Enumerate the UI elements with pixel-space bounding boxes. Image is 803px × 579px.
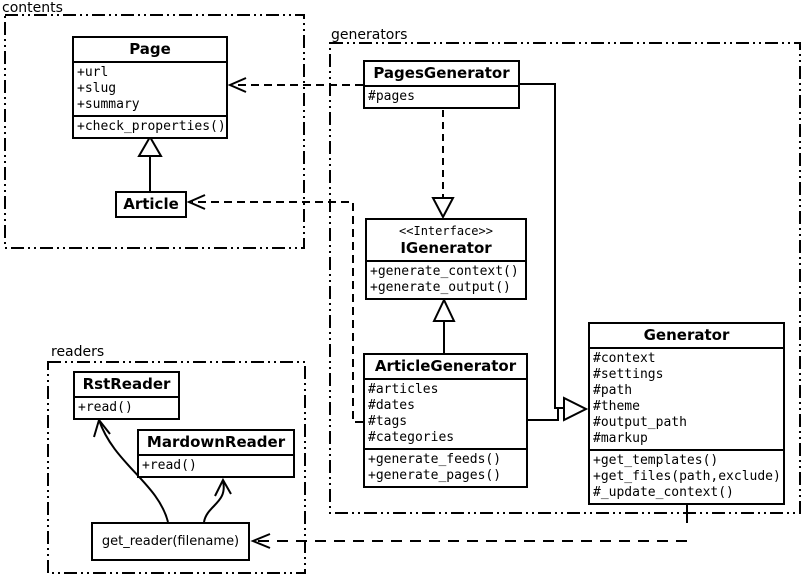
class-rstreader-methods: +read() — [75, 396, 178, 418]
class-page-methods: +check_properties() — [74, 115, 226, 137]
class-generator: Generator #context #settings #path #them… — [588, 322, 785, 505]
attribute: #path — [593, 383, 633, 398]
class-pagesgenerator-attributes: #pages — [365, 85, 518, 107]
class-generator-attributes: #context #settings #path #theme #output_… — [590, 347, 783, 449]
generalization-pagesgenerator-to-generator-line — [520, 83, 564, 409]
attribute: #markup — [593, 431, 648, 446]
realization-articlegenerator-to-igenerator-triangle-icon — [432, 297, 456, 322]
attribute: #pages — [368, 89, 415, 104]
realization-pagesgenerator-to-igenerator-triangle-icon — [431, 197, 455, 220]
method: +generate_pages() — [368, 468, 502, 483]
class-mardownreader-methods: +read() — [139, 454, 293, 476]
node-get-reader: get_reader(filename) — [91, 522, 250, 561]
arrow-getreader-to-rstreader-arrowhead-icon — [93, 417, 111, 438]
package-border-contents — [4, 14, 305, 249]
class-article: Article — [115, 191, 187, 218]
method: +get_files(path,exclude) — [593, 469, 781, 484]
class-generator-methods: +get_templates() +get_files(path,exclude… — [590, 449, 783, 503]
attribute: #output_path — [593, 415, 687, 430]
node-get-reader-label: get_reader(filename) — [101, 534, 240, 549]
class-generator-name: Generator — [643, 326, 730, 344]
method: +get_templates() — [593, 453, 719, 468]
attribute: #tags — [368, 414, 408, 429]
class-rstreader-name: RstReader — [82, 375, 171, 393]
attribute: #categories — [368, 430, 455, 445]
attribute: +summary — [77, 97, 140, 112]
class-articlegenerator-attributes: #articles #dates #tags #categories — [365, 378, 526, 448]
dependency-pagesgenerator-to-page-arrowhead-icon — [227, 77, 247, 93]
attribute: #theme — [593, 399, 640, 414]
interface-stereotype: <<Interface>> — [399, 224, 493, 238]
class-rstreader: RstReader +read() — [73, 371, 180, 420]
dependency-articlegenerator-to-article-line — [192, 201, 363, 423]
package-label-generators: generators — [331, 27, 408, 43]
dependency-generator-to-getreader-arrowhead-icon — [250, 533, 271, 549]
interface-igenerator: <<Interface>> IGenerator +generate_conte… — [365, 218, 527, 300]
interface-igenerator-header: <<Interface>> IGenerator — [367, 220, 525, 260]
dependency-articlegenerator-to-article-arrowhead-icon — [186, 194, 206, 210]
package-label-readers: readers — [51, 344, 105, 360]
class-page-name: Page — [129, 40, 171, 58]
method: +check_properties() — [77, 119, 226, 134]
class-pagesgenerator: PagesGenerator #pages — [363, 60, 520, 109]
class-page-attributes: +url +slug +summary — [74, 61, 226, 115]
package-label-contents: contents — [2, 0, 63, 16]
class-articlegenerator-methods: +generate_feeds() +generate_pages() — [365, 448, 526, 486]
generalization-to-generator-triangle-icon — [563, 396, 589, 422]
method: +generate_feeds() — [368, 452, 502, 467]
class-article-name: Article — [123, 195, 179, 213]
class-page: Page +url +slug +summary +check_properti… — [72, 36, 228, 139]
arrow-getreader-to-mardownreader-curve — [203, 480, 225, 523]
class-mardownreader-name: MardownReader — [146, 433, 286, 451]
package-border-readers — [47, 361, 306, 574]
arrow-getreader-to-rstreader-curve — [98, 419, 169, 523]
method: +generate_context() — [370, 264, 519, 279]
class-articlegenerator: ArticleGenerator #articles #dates #tags … — [363, 353, 528, 488]
method: +read() — [78, 400, 133, 415]
method: #_update_context() — [593, 485, 734, 500]
attribute: #settings — [593, 367, 664, 382]
generalization-articlegenerator-to-generator-line — [528, 409, 559, 421]
class-pagesgenerator-name: PagesGenerator — [373, 64, 510, 82]
class-mardownreader: MardownReader +read() — [137, 429, 295, 478]
arrow-getreader-to-mardownreader-arrowhead-icon — [214, 477, 232, 497]
method: +generate_output() — [370, 280, 511, 295]
method: +read() — [142, 458, 197, 473]
interface-igenerator-name: IGenerator — [400, 239, 492, 257]
attribute: +slug — [77, 81, 117, 96]
generalization-article-to-page-triangle-icon — [137, 135, 163, 157]
package-border-generators — [329, 42, 801, 514]
attribute: +url — [77, 65, 109, 80]
class-articlegenerator-name: ArticleGenerator — [374, 357, 517, 375]
interface-igenerator-methods: +generate_context() +generate_output() — [367, 260, 525, 298]
attribute: #dates — [368, 398, 415, 413]
attribute: #context — [593, 351, 656, 366]
attribute: #articles — [368, 382, 439, 397]
